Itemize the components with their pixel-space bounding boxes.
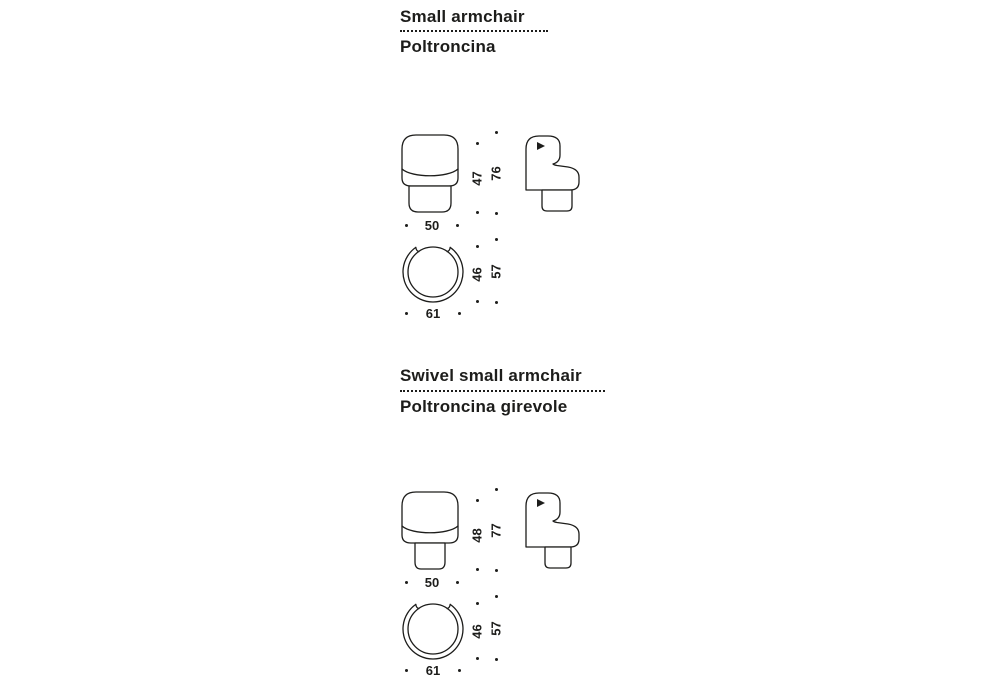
dim-dot bbox=[475, 657, 479, 660]
dim-total-height: 77 bbox=[488, 488, 504, 572]
dim-seat-depth: 46 bbox=[469, 602, 485, 660]
dim-total-depth-value: 57 bbox=[488, 263, 504, 279]
front-view-drawing bbox=[399, 489, 461, 573]
dim-front-width-value: 50 bbox=[424, 217, 440, 233]
dim-dot bbox=[405, 223, 408, 227]
dim-front-width: 50 bbox=[405, 574, 459, 590]
dim-dot bbox=[475, 499, 479, 502]
dim-dot bbox=[475, 602, 479, 605]
side-view-swivel-armchair-icon bbox=[525, 492, 580, 569]
dim-total-height-value: 77 bbox=[488, 522, 504, 538]
product-title-en: Small armchair bbox=[400, 7, 525, 26]
dim-dot bbox=[494, 301, 498, 304]
product-title-it: Poltroncina girevole bbox=[400, 397, 568, 416]
dim-top-width: 61 bbox=[405, 662, 461, 678]
top-view-drawing bbox=[402, 237, 464, 305]
side-view-armchair-icon bbox=[525, 135, 580, 212]
dim-dot bbox=[494, 238, 498, 241]
top-view-armchair-icon bbox=[402, 603, 464, 660]
dim-dot bbox=[405, 668, 408, 672]
product-title-en: Swivel small armchair bbox=[400, 366, 582, 385]
side-view-drawing bbox=[521, 489, 583, 573]
dim-dot bbox=[475, 568, 479, 571]
dim-dot bbox=[475, 211, 479, 214]
dim-total-depth: 57 bbox=[488, 238, 504, 304]
dim-dot bbox=[494, 658, 498, 661]
side-view-drawing bbox=[521, 132, 583, 216]
dim-dot bbox=[494, 569, 498, 572]
dim-top-width: 61 bbox=[405, 305, 461, 321]
dim-dot bbox=[405, 311, 408, 315]
dim-total-height: 76 bbox=[488, 131, 504, 215]
dim-total-depth-value: 57 bbox=[488, 620, 504, 636]
top-view-armchair-icon bbox=[402, 246, 464, 303]
dim-seat-height: 47 bbox=[469, 142, 485, 214]
dim-seat-height: 48 bbox=[469, 499, 485, 571]
dim-seat-height-value: 47 bbox=[469, 170, 485, 186]
dim-dot bbox=[475, 300, 479, 303]
dim-dot bbox=[475, 142, 479, 145]
dim-dot bbox=[475, 245, 479, 248]
dim-seat-depth-value: 46 bbox=[469, 623, 485, 639]
dim-seat-depth: 46 bbox=[469, 245, 485, 303]
dim-dot bbox=[494, 595, 498, 598]
front-view-drawing bbox=[399, 132, 461, 216]
dim-front-width: 50 bbox=[405, 217, 459, 233]
dim-dot bbox=[456, 580, 459, 584]
dim-seat-height-value: 48 bbox=[469, 527, 485, 543]
dim-dot bbox=[458, 311, 461, 315]
title-dotted-divider bbox=[400, 390, 605, 392]
dim-total-depth: 57 bbox=[488, 595, 504, 661]
dim-dot bbox=[494, 131, 498, 134]
dim-dot bbox=[494, 212, 498, 215]
dim-top-width-value: 61 bbox=[425, 305, 441, 321]
front-view-armchair-icon bbox=[401, 134, 459, 213]
dim-dot bbox=[405, 580, 408, 584]
dim-top-width-value: 61 bbox=[425, 662, 441, 678]
dim-dot bbox=[494, 488, 498, 491]
front-view-swivel-armchair-icon bbox=[401, 491, 459, 570]
dim-dot bbox=[458, 668, 461, 672]
dim-dot bbox=[456, 223, 459, 227]
dim-total-height-value: 76 bbox=[488, 165, 504, 181]
dim-front-width-value: 50 bbox=[424, 574, 440, 590]
title-dotted-divider bbox=[400, 30, 548, 32]
dim-seat-depth-value: 46 bbox=[469, 266, 485, 282]
product-title-it: Poltroncina bbox=[400, 37, 496, 56]
top-view-drawing bbox=[402, 594, 464, 662]
